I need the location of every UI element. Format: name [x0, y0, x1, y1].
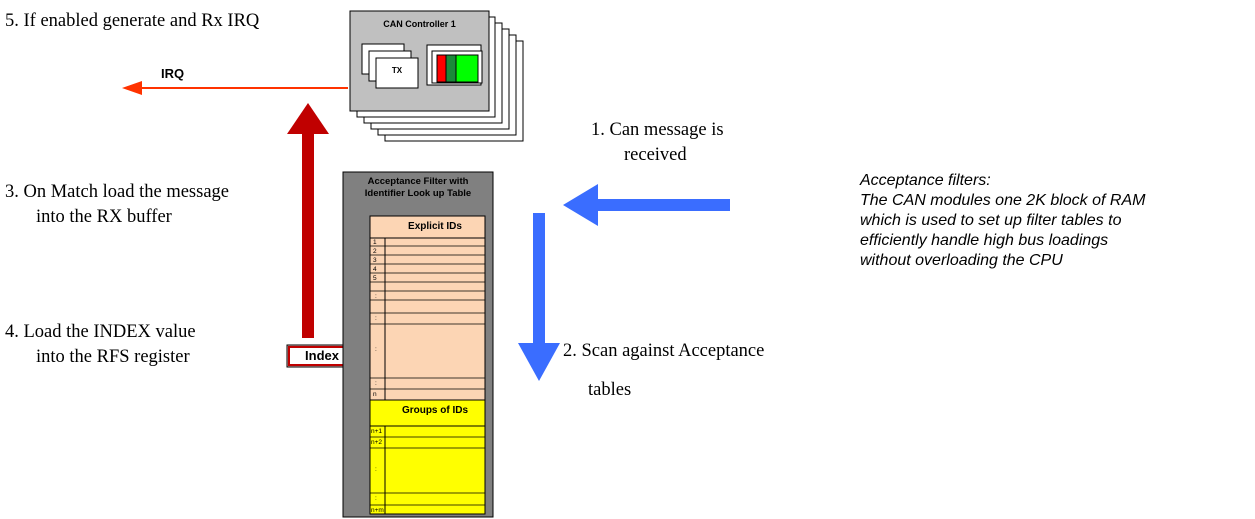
explicit-ids-header: Explicit IDs	[408, 221, 462, 232]
explicit-row-label: 5	[373, 275, 377, 282]
tx-label: TX	[391, 66, 403, 75]
group-row-label: :	[375, 466, 377, 473]
step5-text: 5. If enabled generate and Rx IRQ	[5, 11, 260, 31]
filter-table-title-line1: Acceptance Filter with	[367, 176, 469, 187]
acceptance-filter-table	[342, 171, 494, 518]
filter-table-title-line2: Identifier Look up Table	[364, 188, 472, 199]
group-row-label: n+m	[371, 507, 384, 514]
irq-label: IRQ	[161, 66, 185, 81]
note-line3: efficiently handle high bus loadings	[860, 232, 1109, 249]
step3-text-line2: into the RX buffer	[36, 207, 172, 227]
step1-text-line2: received	[624, 145, 687, 165]
note-line4: without overloading the CPU	[860, 252, 1063, 269]
step3-text-line1: 3. On Match load the message	[5, 182, 229, 202]
scan-arrow	[518, 213, 560, 381]
explicit-row-label: n	[373, 391, 377, 398]
groups-of-ids-header: Groups of IDs	[401, 405, 469, 416]
step4-text-line2: into the RFS register	[36, 347, 190, 367]
note-line1: The CAN modules one 2K block of RAM	[860, 192, 1146, 209]
explicit-row-label: 1	[373, 239, 377, 246]
incoming-message-arrow	[563, 184, 730, 226]
rx-buffer	[436, 54, 479, 83]
step4-text-line1: 4. Load the INDEX value	[5, 322, 196, 342]
index-badge	[286, 344, 358, 368]
group-row-label: :	[375, 495, 377, 502]
irq-arrow	[122, 81, 348, 95]
index-label: Index	[305, 348, 339, 363]
note-title: Acceptance filters:	[860, 172, 991, 189]
can-controller-stack	[349, 10, 524, 142]
tx-buffer	[375, 57, 419, 89]
explicit-row-label: 2	[373, 248, 377, 255]
explicit-row-label: 4	[373, 266, 377, 273]
step2-text-line1: 2. Scan against Acceptance	[563, 341, 765, 361]
explicit-row-label: :	[375, 380, 377, 387]
explicit-row-label: :	[375, 293, 377, 300]
explicit-row-label: :	[375, 346, 377, 353]
can-controller-title: CAN Controller 1	[383, 19, 456, 29]
group-row-label: n+2	[371, 439, 383, 446]
explicit-row-label: :	[375, 315, 377, 322]
match-arrow	[287, 103, 329, 338]
step2-text-line2: tables	[588, 380, 632, 400]
explicit-ids-section	[369, 215, 486, 401]
groups-of-ids-section	[369, 399, 486, 515]
group-row-label: n+1	[371, 428, 383, 435]
step1-text-line1: 1. Can message is	[591, 120, 724, 140]
explicit-row-label: 3	[373, 257, 377, 264]
note-line2: which is used to set up filter tables to	[860, 212, 1122, 229]
